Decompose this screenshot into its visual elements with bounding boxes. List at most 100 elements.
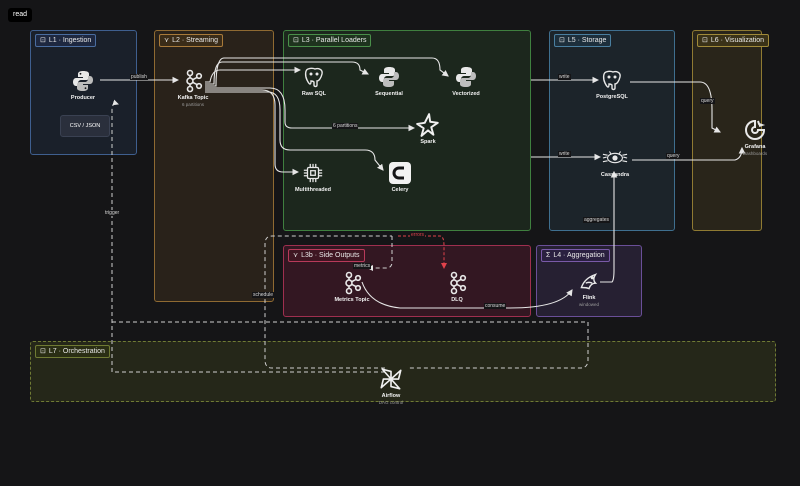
layer-icon: ⊡ <box>40 37 46 44</box>
node-label: DLQ <box>451 297 463 303</box>
group-storage-label: L5 · Storage <box>567 37 607 44</box>
node-celery[interactable]: Celery <box>365 160 435 193</box>
edge-query-pg <box>630 81 721 133</box>
postgres-icon <box>301 64 327 90</box>
kafka-icon <box>180 68 206 94</box>
group-orchestration[interactable]: ⊡ L7 · Orchestration <box>30 341 776 402</box>
group-orchestration-header: ⊡ L7 · Orchestration <box>35 345 110 358</box>
node-kafka-topic[interactable]: Kafka Topic 6 partitions <box>158 68 228 107</box>
python-icon <box>376 64 402 90</box>
node-spark[interactable]: Spark <box>393 112 463 145</box>
layer-icon: ⋎ <box>164 37 170 44</box>
edge-label-write-pg: write <box>558 74 571 80</box>
group-orchestration-label: L7 · Orchestration <box>48 348 105 355</box>
celery-icon <box>387 160 413 186</box>
node-sub: DAG control <box>378 400 404 405</box>
mode-badge: read <box>8 8 33 22</box>
node-sub: Dashboards <box>742 151 768 156</box>
edge-schedule <box>264 235 392 369</box>
node-cassandra[interactable]: Cassandra <box>580 145 650 178</box>
edge-label-aggregates: aggregates <box>583 217 611 223</box>
node-label: Vectorized <box>452 91 480 97</box>
edge-label-write-cass: write <box>558 151 571 157</box>
edge-trigger <box>111 99 385 373</box>
node-label: Airflow <box>381 393 401 399</box>
group-ingestion-label: L1 · Ingestion <box>48 37 92 44</box>
node-airflow[interactable]: Airflow DAG control <box>356 366 426 405</box>
node-grafana[interactable]: Grafana Dashboards <box>720 117 790 156</box>
node-dlq[interactable]: DLQ <box>422 270 492 303</box>
node-label: Sequential <box>375 91 403 97</box>
group-ingestion-header: ⊡ L1 · Ingestion <box>35 34 97 47</box>
node-label: Cassandra <box>600 172 630 178</box>
edge-kafka-rawsql <box>205 66 302 83</box>
edge-label-partitions: 6 partitions <box>332 123 359 129</box>
group-streaming-header: ⋎ L2 · Streaming <box>159 34 224 47</box>
edge-label-consume: consume <box>484 303 507 309</box>
chip-icon <box>300 160 326 186</box>
group-streaming-label: L2 · Streaming <box>172 37 219 44</box>
node-label: Grafana <box>744 144 766 150</box>
group-side-outputs-header: ⋎ L3b · Side Outputs <box>288 249 365 262</box>
group-visualization[interactable]: ⊡ L6 · Visualization <box>692 30 770 231</box>
layer-icon: ⊡ <box>293 37 299 44</box>
node-label: Metrics Topic <box>334 297 370 303</box>
node-raw-sql[interactable]: Raw SQL <box>279 64 349 97</box>
layer-icon: ⊡ <box>702 37 708 44</box>
node-sub: windowed <box>578 302 599 307</box>
edge-label-trigger: trigger <box>104 210 121 216</box>
flink-icon <box>576 268 602 294</box>
edge-label-metrics: metrics <box>353 263 372 269</box>
group-parallel-loaders[interactable]: ⊡ L3 · Parallel Loaders <box>283 30 531 231</box>
python-icon <box>453 64 479 90</box>
group-visualization-label: L6 · Visualization <box>710 37 765 44</box>
group-storage-header: ⊡ L5 · Storage <box>554 34 612 47</box>
spark-icon <box>415 112 441 138</box>
node-label: Multithreaded <box>294 187 332 193</box>
airflow-icon <box>378 366 404 392</box>
python-icon <box>70 68 96 94</box>
edge-consume <box>361 281 573 309</box>
edge-kafka-sequential <box>205 61 369 85</box>
sigma-icon: Σ <box>546 252 551 259</box>
edge-kafka-celery <box>205 91 384 171</box>
node-label: Celery <box>391 187 409 193</box>
edge-kafka-multithreaded <box>205 89 300 176</box>
kafka-icon <box>339 270 365 296</box>
node-label: Producer <box>70 95 96 101</box>
postgres-icon <box>599 67 625 93</box>
kafka-icon <box>444 270 470 296</box>
group-loaders-header: ⊡ L3 · Parallel Loaders <box>288 34 372 47</box>
edge-label-query-pg: query <box>700 98 715 104</box>
node-label: Raw SQL <box>301 91 327 97</box>
layer-icon: ⊡ <box>559 37 565 44</box>
node-flink[interactable]: Flink windowed <box>554 268 624 307</box>
edge-airflow-loop <box>112 321 589 369</box>
edge-aggregates <box>600 170 618 283</box>
edge-label-errors: errors <box>410 232 426 238</box>
edge-label-query-cass: query <box>666 153 681 159</box>
edge-label-schedule: schedule <box>252 292 275 298</box>
node-label: PostgreSQL <box>596 94 628 100</box>
group-loaders-label: L3 · Parallel Loaders <box>301 37 367 44</box>
node-label: Flink <box>582 295 596 301</box>
group-aggregation[interactable]: Σ L4 · Aggregation <box>536 245 642 317</box>
node-label: Spark <box>420 139 436 145</box>
node-sequential[interactable]: Sequential <box>354 64 424 97</box>
group-storage[interactable]: ⊡ L5 · Storage <box>549 30 675 231</box>
node-sub: 6 partitions <box>181 102 204 107</box>
node-vectorized[interactable]: Vectorized <box>431 64 501 97</box>
layer-icon: ⊡ <box>40 348 46 355</box>
node-postgresql[interactable]: PostgreSQL <box>577 67 647 100</box>
node-label: Kafka Topic <box>177 95 209 101</box>
csv-json-source[interactable]: CSV / JSON <box>60 115 110 137</box>
edge-kafka-vectorized <box>205 57 449 87</box>
node-producer[interactable]: Producer <box>48 68 118 101</box>
edge-label-publish: publish <box>130 74 148 80</box>
layer-icon: ⋎ <box>293 252 299 259</box>
node-multithreaded[interactable]: Multithreaded <box>278 160 348 193</box>
group-side-outputs-label: L3b · Side Outputs <box>301 252 360 259</box>
group-aggregation-header: Σ L4 · Aggregation <box>541 249 610 262</box>
node-metrics-topic[interactable]: Metrics Topic <box>317 270 387 303</box>
